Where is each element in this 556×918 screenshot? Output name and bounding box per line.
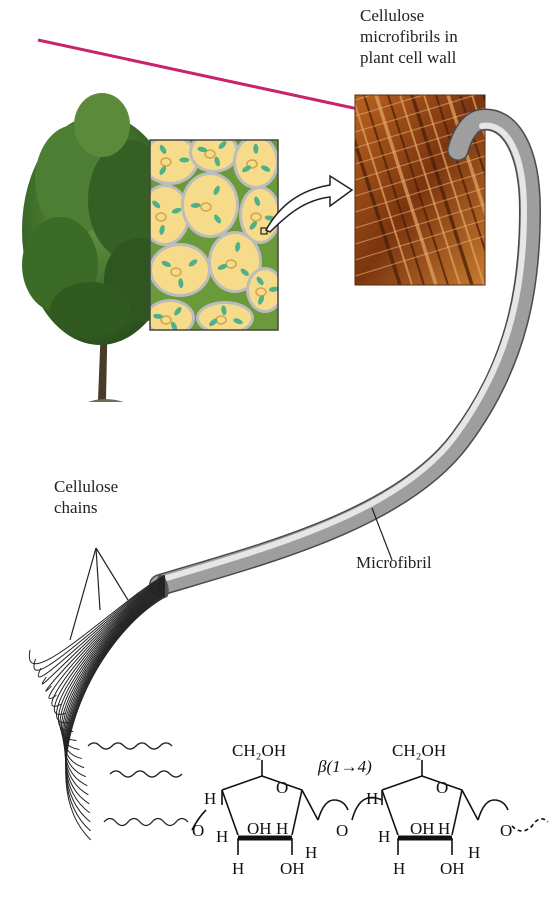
bridge-oxygen-2: O xyxy=(336,821,348,840)
chemical-labels: CH₂OH CH₂OH β(1→4) O O O O O H H OH H H … xyxy=(192,741,512,878)
chloroplast xyxy=(179,158,189,163)
ring-oxygen-1: O xyxy=(276,778,288,797)
bridge-oxygen-1: O xyxy=(192,821,204,840)
oh-group: OH xyxy=(247,819,272,838)
h-atom: H xyxy=(305,843,317,862)
glucose-ring-2 xyxy=(382,760,478,855)
microfibril-label: Microfibril xyxy=(356,552,432,573)
cellulose-chains-label: Cellulose chains xyxy=(54,476,118,518)
h-atom: H xyxy=(393,859,405,878)
ring-oxygen-2: O xyxy=(436,778,448,797)
h-atom: H xyxy=(366,789,378,808)
h-atom: H xyxy=(378,827,390,846)
h-atom: H xyxy=(468,843,480,862)
oh-group: OH xyxy=(410,819,435,838)
glucose-ring-1 xyxy=(222,760,318,855)
oh-group: OH xyxy=(440,859,465,878)
microfibrils-label: Cellulose microfibrils in plant cell wal… xyxy=(360,5,458,68)
ch2oh-label-2: CH₂OH xyxy=(392,741,446,760)
zoom-arrow xyxy=(266,176,352,232)
cellulose-chains-fan xyxy=(29,575,165,840)
beta-linkage-label: β(1→4) xyxy=(317,757,372,776)
h-atom: H xyxy=(276,819,288,838)
h-atom: H xyxy=(232,859,244,878)
h-atom: H xyxy=(438,819,450,838)
coiled-chain-glyphs xyxy=(88,743,188,826)
oh-group: OH xyxy=(280,859,305,878)
cellulose-chain-strand xyxy=(61,587,165,750)
h-atom: H xyxy=(216,827,228,846)
bridge-oxygen-3: O xyxy=(500,821,512,840)
h-atom: H xyxy=(204,789,216,808)
ch2oh-label-1: CH₂OH xyxy=(232,741,286,760)
